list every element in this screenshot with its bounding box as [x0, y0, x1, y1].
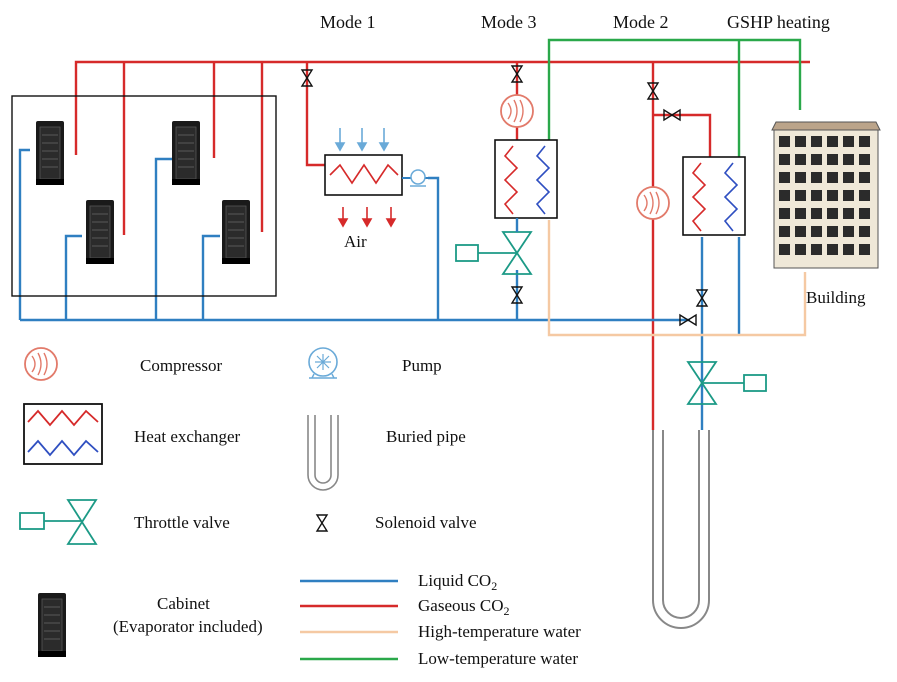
heat-exchanger-icon — [494, 139, 558, 219]
building-window — [795, 244, 806, 255]
building-window — [811, 154, 822, 165]
building-window — [843, 154, 854, 165]
building-window — [779, 172, 790, 183]
building-window — [859, 244, 870, 255]
throttle-valve-icon — [19, 499, 98, 545]
legend-cabinet-note: (Evaporator included) — [113, 617, 263, 636]
building-window — [843, 172, 854, 183]
building-icon — [771, 121, 881, 269]
cabinet-icon — [171, 120, 201, 186]
high-temp-water-pipes — [547, 220, 807, 337]
building-window — [859, 154, 870, 165]
building-window — [795, 172, 806, 183]
legend-throttle-valve: Throttle valve — [134, 513, 230, 532]
building-window — [859, 172, 870, 183]
legend-liquid-co2: Liquid CO2 — [418, 571, 497, 593]
building-window — [827, 226, 838, 237]
building-window — [779, 208, 790, 219]
pump-icon — [308, 347, 338, 379]
building-window — [795, 136, 806, 147]
building-window — [779, 136, 790, 147]
compressor-icon — [500, 94, 534, 128]
building-window — [811, 244, 822, 255]
liquid-co2-pipes — [18, 148, 741, 430]
building-window — [827, 136, 838, 147]
pump-icon — [410, 169, 426, 187]
building-window — [811, 172, 822, 183]
building-window — [843, 208, 854, 219]
legend-cabinet: Cabinet — [157, 594, 210, 613]
legend-compressor: Compressor — [140, 356, 223, 375]
buried-pipe-main — [652, 430, 710, 629]
cabinet-icon — [37, 592, 67, 658]
building-window — [859, 190, 870, 201]
throttle-valve-icon — [686, 361, 767, 405]
building-window — [859, 136, 870, 147]
compressor-icon — [24, 347, 58, 381]
solenoid-valve-icon — [316, 514, 328, 532]
gshp-heating-label: GSHP heating — [727, 12, 830, 32]
legend-buried-pipe: Buried pipe — [386, 427, 466, 446]
mode1-label: Mode 1 — [320, 12, 376, 32]
building-window — [811, 208, 822, 219]
throttle-valve-icon — [455, 231, 533, 275]
building-window — [811, 190, 822, 201]
legend-high-temp-water: High-temperature water — [418, 622, 581, 641]
building-window — [827, 208, 838, 219]
mode3-label: Mode 3 — [481, 12, 537, 32]
building-window — [859, 208, 870, 219]
legend-gaseous-co2: Gaseous CO2 — [418, 596, 509, 618]
building-window — [795, 226, 806, 237]
building-window — [779, 190, 790, 201]
heat-exchanger-icon — [23, 403, 103, 465]
building-window — [843, 190, 854, 201]
building-label: Building — [806, 288, 866, 307]
building-window — [779, 154, 790, 165]
cabinet-icon — [35, 120, 65, 186]
low-temp-water-pipes — [547, 38, 802, 157]
mode2-label: Mode 2 — [613, 12, 669, 32]
building-window — [827, 154, 838, 165]
buried-pipe-icon — [307, 415, 339, 491]
cabinet-icon — [221, 199, 251, 265]
legend-pump: Pump — [402, 356, 442, 375]
legend-heat-exchanger: Heat exchanger — [134, 427, 241, 446]
heat-exchanger-icon — [682, 156, 746, 236]
compressor-icon — [636, 186, 670, 220]
data-center-box — [11, 95, 277, 297]
building-window — [843, 244, 854, 255]
building-window — [795, 208, 806, 219]
legend-low-temp-water: Low-temperature water — [418, 649, 578, 668]
building-window — [843, 136, 854, 147]
air-label: Air — [344, 232, 367, 251]
building-window — [843, 226, 854, 237]
building-window — [779, 226, 790, 237]
building-window — [827, 244, 838, 255]
building-window — [811, 136, 822, 147]
building-window — [827, 190, 838, 201]
air-heat-exchanger — [324, 128, 428, 228]
cabinet-icon — [85, 199, 115, 265]
building-window — [811, 226, 822, 237]
legend-solenoid-valve: Solenoid valve — [375, 513, 477, 532]
building-window — [827, 172, 838, 183]
building-window — [795, 190, 806, 201]
building-window — [859, 226, 870, 237]
building-window — [795, 154, 806, 165]
building-window — [779, 244, 790, 255]
